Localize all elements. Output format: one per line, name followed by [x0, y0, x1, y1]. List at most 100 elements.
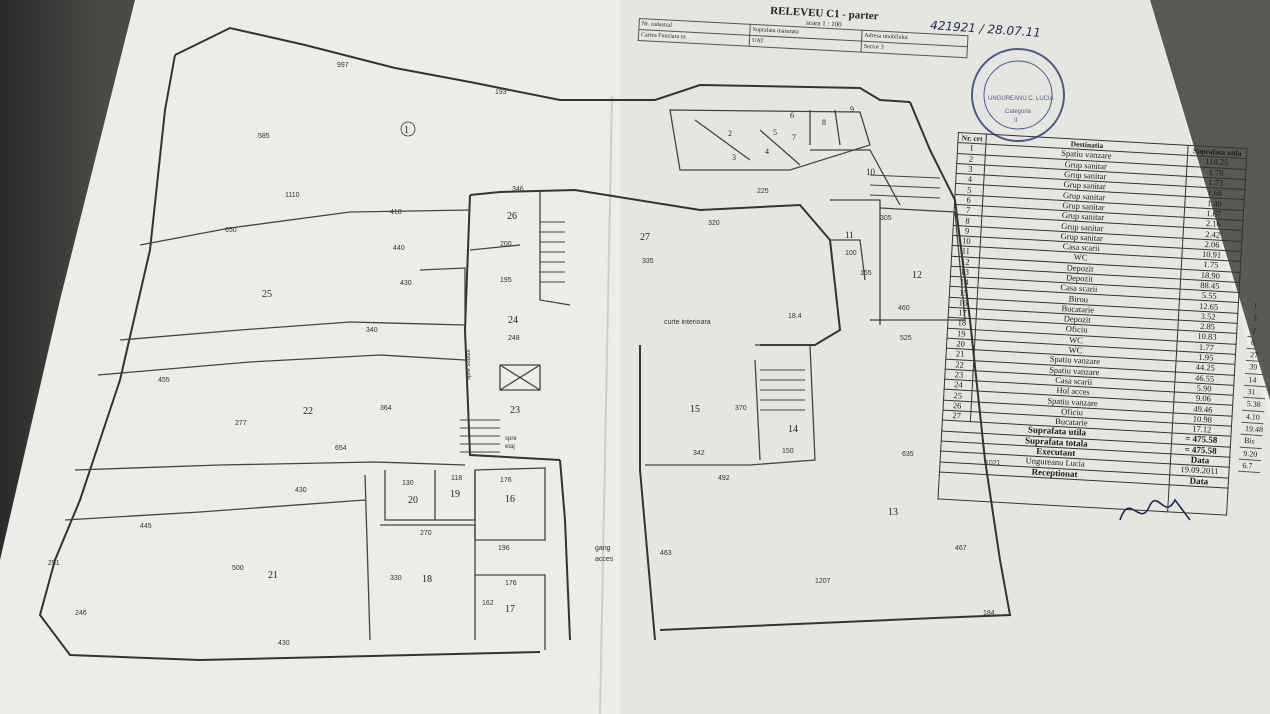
dim-196: 196 — [498, 545, 510, 552]
dim-340: 340 — [366, 327, 378, 334]
room-2: 2 — [728, 129, 732, 138]
dim-305: 305 — [880, 215, 892, 222]
dim-445: 445 — [140, 523, 152, 530]
dim-500: 500 — [232, 565, 244, 572]
room-14: 14 — [788, 424, 798, 435]
room-numbers: 1 2 3 4 5 6 7 8 9 10 11 12 13 14 15 16 1… — [262, 105, 922, 615]
dim-1110: 1110 — [285, 192, 300, 199]
dim-176b: 176 — [505, 580, 517, 587]
dim-118: 118 — [451, 475, 462, 482]
dim-155: 155 — [860, 270, 872, 277]
dim-654: 654 — [335, 445, 347, 452]
dim-430c: 430 — [278, 640, 290, 647]
room-11: 11 — [845, 230, 854, 240]
interior-walls — [64, 109, 966, 650]
dim-455: 455 — [158, 377, 170, 384]
dim-248: 248 — [508, 335, 520, 342]
room-17: 17 — [505, 604, 515, 615]
paper-right-half — [620, 0, 1270, 714]
dim-335: 335 — [642, 258, 654, 265]
room-6: 6 — [790, 111, 794, 120]
dim-330: 330 — [390, 575, 402, 582]
dim-467: 467 — [955, 545, 967, 552]
room-25: 25 — [262, 289, 272, 300]
building-outline — [38, 26, 1012, 662]
surveyor-stamp: UNGUREANU C. LUCIA Categoria II — [971, 48, 1065, 142]
dim-246: 246 — [75, 610, 87, 617]
dim-463: 463 — [660, 550, 672, 557]
room-24: 24 — [508, 315, 518, 326]
room-7: 7 — [792, 133, 796, 142]
stamp-category: Categoria — [1005, 109, 1032, 115]
stair-up-label-1: spre — [505, 436, 517, 442]
room-16: 16 — [505, 494, 515, 505]
dim-270: 270 — [420, 530, 432, 537]
room-10: 10 — [866, 167, 876, 177]
courtyard-label: curte interioara — [664, 319, 711, 326]
dim-364: 364 — [380, 405, 392, 412]
dim-342: 342 — [693, 450, 705, 457]
room-8: 8 — [822, 118, 826, 127]
dim-200: 200 — [500, 241, 512, 248]
dim-225: 225 — [757, 188, 769, 195]
dim-193: 193 — [495, 89, 507, 96]
signature — [1119, 498, 1191, 521]
stair-down-label: spre subsol — [466, 349, 472, 380]
room-12: 12 — [912, 270, 922, 281]
room-1: 1 — [404, 125, 409, 136]
courtyard-area: 18.4 — [788, 313, 802, 320]
dim-460: 460 — [898, 305, 910, 312]
dim-430b: 430 — [295, 487, 307, 494]
room-23: 23 — [510, 405, 520, 416]
dim-320: 320 — [708, 220, 720, 227]
dim-585: 585 — [258, 133, 270, 140]
dim-277: 277 — [235, 420, 247, 427]
room-19: 19 — [450, 489, 460, 500]
dim-1021: 1021 — [985, 460, 1001, 467]
dim-184: 184 — [983, 610, 995, 617]
passage-label-2: acces — [595, 556, 614, 563]
side-cell: 6.7 — [1237, 459, 1261, 474]
passage-label-1: gang — [595, 545, 611, 552]
stairs — [460, 174, 941, 453]
room-4: 4 — [765, 147, 769, 156]
dim-1207: 1207 — [815, 578, 831, 585]
dim-492: 492 — [718, 475, 730, 482]
room-18: 18 — [422, 574, 432, 585]
dim-370: 370 — [735, 405, 747, 412]
dim-440: 440 — [393, 245, 405, 252]
dim-430: 430 — [400, 280, 412, 287]
room-26: 26 — [507, 211, 517, 222]
dim-176: 176 — [500, 477, 512, 484]
dim-130: 130 — [402, 480, 414, 487]
plan-dimensions: 997 585 1110 650 440 410 455 340 430 277… — [48, 62, 1001, 647]
room-3: 3 — [732, 153, 736, 162]
room-5: 5 — [773, 128, 777, 137]
dim-251: 251 — [48, 560, 60, 567]
dim-162: 162 — [482, 600, 494, 607]
dim-525: 525 — [900, 335, 912, 342]
dim-650: 650 — [225, 227, 237, 234]
stamp-name: UNGUREANU C. LUCIA — [988, 96, 1054, 102]
room-9: 9 — [850, 105, 854, 114]
dim-195: 195 — [500, 277, 512, 284]
room-13: 13 — [888, 507, 898, 518]
room-15: 15 — [690, 404, 700, 415]
paper-fold — [599, 95, 613, 714]
dim-410: 410 — [390, 209, 402, 216]
dim-997: 997 — [337, 62, 349, 69]
dim-635: 635 — [902, 451, 914, 458]
dim-346: 346 — [512, 186, 524, 193]
plan-labels: curte interioara 18.4 gang acces spre su… — [466, 313, 802, 563]
dim-100: 100 — [845, 250, 857, 257]
stair-up-label-2: etaj — [505, 444, 515, 450]
room-22: 22 — [303, 406, 313, 417]
stamp-category-value: II — [1014, 118, 1018, 124]
room-20: 20 — [408, 495, 418, 506]
room-27: 27 — [640, 232, 650, 243]
dim-150: 150 — [782, 448, 794, 455]
